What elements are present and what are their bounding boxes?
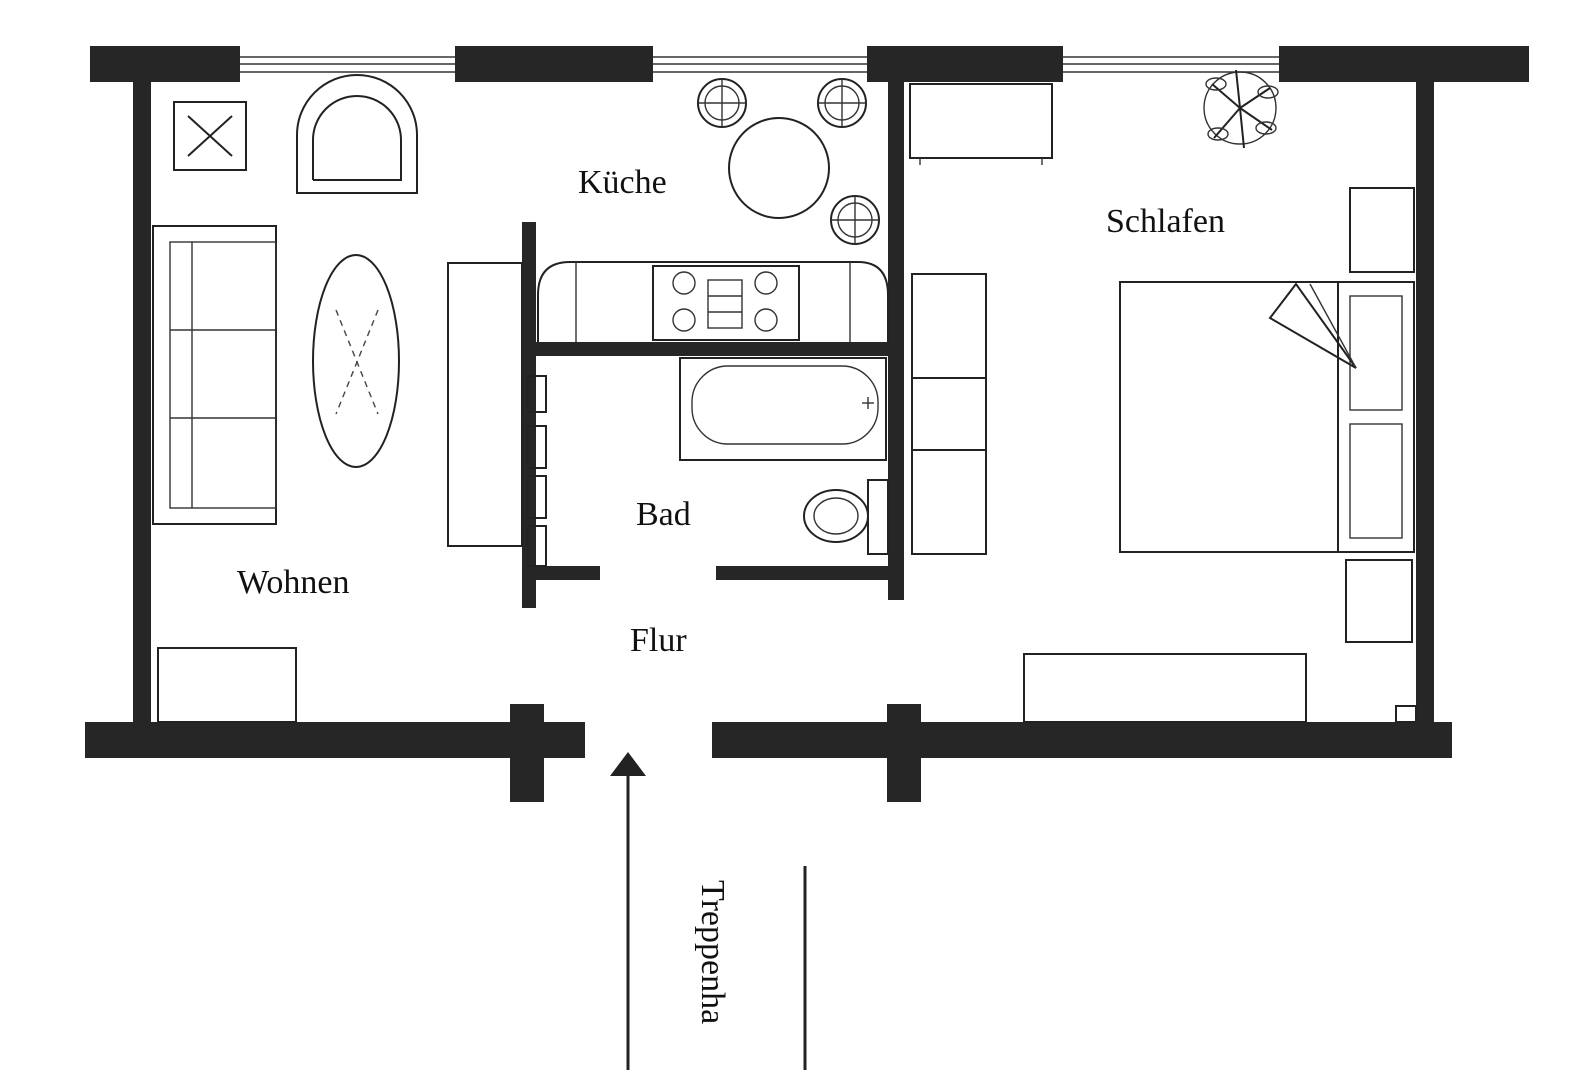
armchair-icon	[296, 74, 418, 194]
desk-icon	[909, 83, 1053, 165]
outer-walls	[85, 46, 1529, 802]
nightstand-icon	[1349, 187, 1415, 273]
cabinet-icon	[157, 647, 297, 723]
chair-icon	[830, 195, 880, 245]
bathtub-icon	[679, 357, 887, 461]
room-label-bad: Bad	[636, 496, 691, 533]
window	[1063, 56, 1279, 73]
wall-unit-icon	[447, 262, 523, 547]
wardrobe-icon	[911, 273, 987, 555]
plant-icon	[1203, 69, 1279, 149]
bathroom-furniture	[527, 357, 889, 567]
stove-icon	[173, 101, 247, 171]
window	[653, 56, 867, 73]
coffee-table-icon	[312, 254, 400, 468]
sideboard-icon	[1023, 653, 1307, 723]
windows	[240, 56, 1279, 73]
room-label-wohnen: Wohnen	[237, 564, 349, 601]
pipe-shaft-icon	[1395, 705, 1417, 723]
nightstand-icon	[1345, 559, 1413, 643]
room-label-kueche: Küche	[578, 164, 667, 201]
toilet-icon	[803, 479, 889, 555]
dining-table-icon	[728, 117, 830, 219]
stairwell-label: Treppenha	[694, 880, 731, 1024]
window	[240, 56, 455, 73]
cooktop-icon	[652, 265, 800, 341]
bed-icon	[1119, 281, 1415, 553]
chair-icon	[817, 78, 867, 128]
room-label-schlafen: Schlafen	[1106, 203, 1225, 240]
interior-walls	[522, 80, 904, 608]
entrance-arrow	[610, 752, 646, 1070]
kitchen-furniture	[537, 78, 889, 342]
kitchen-counter-icon	[537, 261, 889, 342]
sofa-icon	[152, 225, 277, 525]
chair-icon	[697, 78, 747, 128]
towel-rack-icon	[527, 375, 547, 567]
room-label-flur: Flur	[630, 622, 687, 659]
bedroom-furniture	[909, 69, 1417, 723]
living-room-furniture	[152, 74, 523, 723]
